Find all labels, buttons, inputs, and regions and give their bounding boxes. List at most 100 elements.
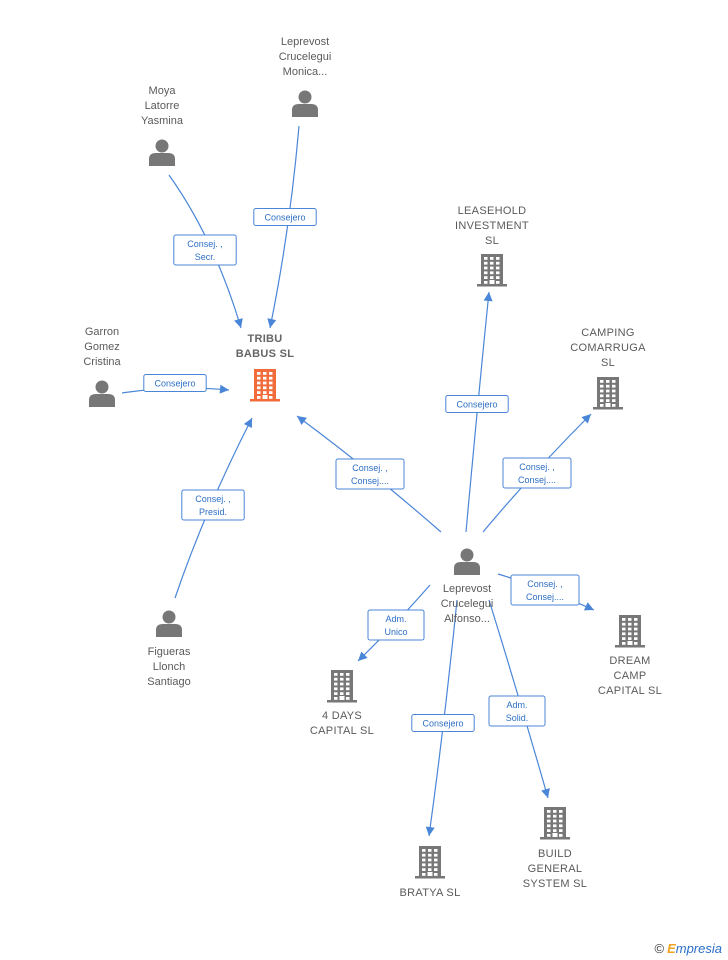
node-label-moya-line-2: Yasmina (141, 115, 184, 127)
arrowhead-leasehold (483, 292, 493, 302)
node-label-build-line-1: GENERAL (528, 863, 583, 875)
relation-label-leprevost_alfonso-build[interactable]: Adm.Solid. (488, 695, 546, 727)
node-label-leasehold-line-1: INVESTMENT (455, 220, 529, 232)
relation-label-box (181, 489, 245, 521)
relation-label-box (253, 208, 317, 226)
relation-label-box (143, 374, 207, 392)
node-fourdays[interactable]: 4 DAYS CAPITAL SL (310, 670, 374, 737)
node-tribu[interactable]: TRIBU BABUS SL (236, 333, 295, 402)
leasehold-building-icon (477, 254, 507, 287)
fourdays-building-icon (327, 670, 357, 703)
relation-label-text: Unico (384, 627, 407, 637)
footer-brand[interactable]: ©Empresia (654, 941, 722, 956)
relation-label-garron-tribu[interactable]: Consejero (143, 374, 207, 392)
arrowhead-tribu (219, 384, 229, 394)
relation-label-box (411, 714, 475, 732)
node-leasehold[interactable]: LEASEHOLD INVESTMENT SL (455, 205, 529, 287)
relation-label-text: Consej.... (526, 592, 564, 602)
node-bratya[interactable]: BRATYA SL (400, 846, 461, 899)
node-camping[interactable]: CAMPING COMARRUGA SL (570, 327, 646, 410)
relation-label-box (510, 574, 580, 606)
brand-name: mpresia (675, 941, 722, 956)
leprevost_alfonso-person-icon (454, 548, 480, 575)
relation-label-moya-tribu[interactable]: Consej. ,Secr. (173, 234, 237, 266)
relation-label-text: Presid. (199, 507, 227, 517)
relation-label-text: Consej. , (519, 462, 555, 472)
node-label-dream-line-0: DREAM (609, 655, 650, 667)
garron-person-icon (89, 380, 115, 407)
relation-label-text: Consej. , (352, 463, 388, 473)
node-label-fourdays-line-1: CAPITAL SL (310, 725, 374, 737)
node-label-build-line-2: SYSTEM SL (523, 878, 587, 890)
dream-building-icon (615, 615, 645, 648)
relation-label-leprevost_alfonso-bratya[interactable]: Consejero (411, 714, 475, 732)
arrowhead-tribu (267, 318, 277, 328)
node-label-garron-line-2: Cristina (83, 356, 121, 368)
relation-label-text: Consejero (456, 400, 497, 410)
node-label-camping-line-2: SL (601, 357, 615, 369)
relation-label-figueras-tribu[interactable]: Consej. , Presid. (181, 489, 245, 521)
node-label-leasehold-line-0: LEASEHOLD (458, 205, 527, 217)
tribu-building-icon (250, 369, 280, 402)
node-label-leprevost_alfonso-line-1: Crucelegui (441, 598, 494, 610)
node-label-figueras-line-0: Figueras (148, 646, 191, 658)
node-leprevost_alfonso[interactable]: LeprevostCruceleguiAlfonso... (441, 548, 494, 626)
leprevost_monica-person-icon (292, 90, 318, 117)
node-label-figueras-line-1: Llonch (153, 661, 185, 673)
edge-leprevost_monica-to-tribu (269, 125, 300, 329)
arrowhead-bratya (425, 826, 435, 836)
relation-label-leprevost_alfonso-fourdays[interactable]: Adm.Unico (367, 609, 425, 641)
relation-label-box (488, 695, 546, 727)
relation-label-text: Consej. , (195, 494, 231, 504)
node-label-camping-line-0: CAMPING (581, 327, 634, 339)
relation-label-box (173, 234, 237, 266)
arrowhead-tribu (243, 418, 252, 429)
relation-label-box (502, 457, 572, 489)
node-label-leprevost_monica-line-2: Monica... (283, 66, 328, 78)
moya-person-icon (149, 139, 175, 166)
node-label-tribu-line-1: BABUS SL (236, 348, 295, 360)
node-label-garron-line-1: Gomez (84, 341, 119, 353)
node-label-tribu-line-0: TRIBU (247, 333, 282, 345)
relation-label-text: Consej. , (187, 239, 223, 249)
arrowhead-fourdays (358, 651, 368, 661)
relation-label-text: Adm. (506, 700, 527, 710)
node-label-leprevost_monica-line-1: Crucelegui (279, 51, 332, 63)
relation-label-leprevost_alfonso-dream[interactable]: Consej. ,Consej.... (510, 574, 580, 606)
node-dream[interactable]: DREAM CAMP CAPITAL SL (598, 615, 662, 697)
arrowhead-camping (581, 414, 591, 424)
node-label-camping-line-1: COMARRUGA (570, 342, 646, 354)
relation-label-text: Consej.... (351, 476, 389, 486)
node-label-leprevost_alfonso-line-0: Leprevost (443, 583, 491, 595)
node-label-garron-line-0: Garron (85, 326, 119, 338)
relation-label-text: Consejero (154, 379, 195, 389)
node-label-figueras-line-2: Santiago (147, 676, 190, 688)
node-label-leprevost_alfonso-line-2: Alfonso... (444, 613, 490, 625)
relation-label-box (335, 458, 405, 490)
arrowhead-build (541, 788, 550, 798)
node-label-dream-line-1: CAMP (614, 670, 647, 682)
node-label-moya-line-0: Moya (149, 85, 177, 97)
relation-label-leprevost_alfonso-leasehold[interactable]: Consejero (445, 395, 509, 413)
brand-logo-initial: E (667, 941, 676, 956)
relation-label-text: Consejero (422, 719, 463, 729)
relation-label-leprevost_monica-tribu[interactable]: Consejero (253, 208, 317, 226)
node-leprevost_monica[interactable]: LeprevostCruceleguiMonica... (279, 36, 332, 117)
figueras-person-icon (156, 610, 182, 637)
relation-label-box (445, 395, 509, 413)
relation-label-leprevost_alfonso-camping[interactable]: Consej. ,Consej.... (502, 457, 572, 489)
node-label-dream-line-2: CAPITAL SL (598, 685, 662, 697)
node-label-fourdays-line-0: 4 DAYS (322, 710, 362, 722)
node-label-leasehold-line-2: SL (485, 235, 499, 247)
node-label-leprevost_monica-line-0: Leprevost (281, 36, 329, 48)
relation-label-leprevost_alfonso-tribu[interactable]: Consej. , Consej.... (335, 458, 405, 490)
copyright-symbol: © (654, 941, 665, 956)
camping-building-icon (593, 377, 623, 410)
relation-label-text: Consejero (264, 213, 305, 223)
arrowhead-tribu (297, 416, 307, 425)
